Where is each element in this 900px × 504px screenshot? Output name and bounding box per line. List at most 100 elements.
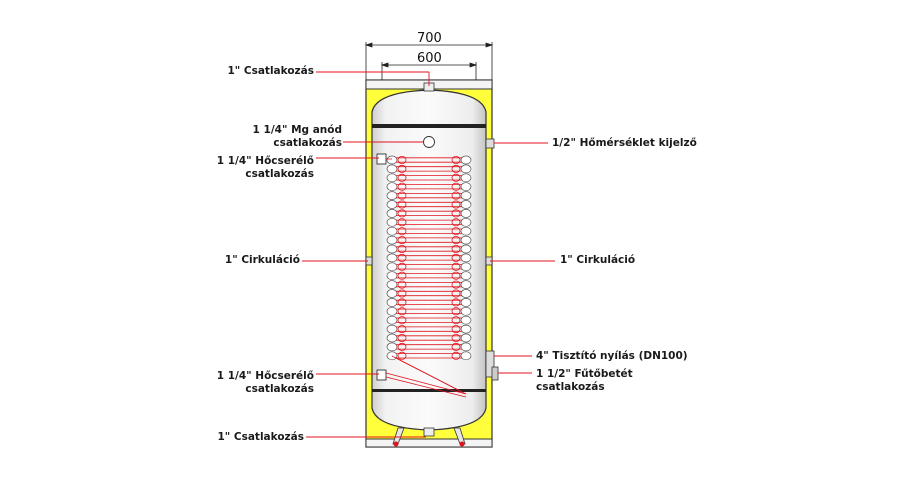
label-heater-line2: csatlakozás bbox=[536, 381, 605, 393]
coil-right-end-inner bbox=[451, 244, 461, 253]
coil-right-end-inner bbox=[451, 182, 461, 191]
hx-top-socket bbox=[376, 153, 387, 165]
coil-left-end bbox=[386, 200, 398, 209]
coil-left-end bbox=[386, 289, 398, 298]
coil-left-end-inner bbox=[397, 173, 407, 182]
heat-exchanger-coil bbox=[385, 155, 472, 398]
bottom-cover bbox=[365, 438, 493, 448]
coil-left-end bbox=[386, 209, 398, 218]
coil-right-end-inner bbox=[451, 236, 461, 245]
coil-right-end bbox=[460, 298, 472, 307]
coil-left-end-inner bbox=[397, 298, 407, 307]
coil-left-end-inner bbox=[397, 351, 407, 360]
coil-right-end bbox=[460, 262, 472, 272]
coil-left-end bbox=[386, 226, 398, 236]
coil-right-end-inner bbox=[451, 298, 461, 307]
coil-left-end-inner bbox=[397, 244, 407, 253]
coil-left-end bbox=[386, 342, 398, 352]
coil-right-end bbox=[460, 342, 472, 352]
coil-right-end bbox=[460, 306, 472, 316]
right-foot bbox=[459, 441, 465, 447]
dimension-outer: 700 bbox=[417, 31, 442, 46]
coil-right-end-inner bbox=[451, 253, 461, 262]
coil-right-end-inner bbox=[451, 164, 461, 173]
coil-left-end bbox=[386, 164, 398, 174]
coil-left-end bbox=[386, 324, 398, 334]
coil-left-end-inner bbox=[397, 253, 407, 262]
hx-bottom-socket bbox=[376, 369, 387, 381]
coil-left-end-inner bbox=[397, 218, 407, 227]
coil-left-end-inner bbox=[397, 271, 407, 280]
coil-right-end-inner bbox=[451, 200, 461, 209]
coil-right-end bbox=[460, 235, 472, 245]
coil-left-end bbox=[386, 235, 398, 245]
dimension-lines bbox=[364, 42, 494, 80]
coil-left-end-inner bbox=[397, 200, 407, 209]
label-anode-line1: 1 1/4" Mg anód bbox=[252, 124, 342, 136]
coil-right-end bbox=[460, 217, 472, 227]
coil-left-end-inner bbox=[397, 262, 407, 271]
coil-right-end-inner bbox=[451, 351, 461, 360]
coil-right-end-inner bbox=[451, 191, 461, 200]
lower-weld-band bbox=[372, 389, 486, 392]
coil-left-end bbox=[386, 262, 398, 272]
coil-left-end bbox=[386, 271, 398, 281]
dimension-inner: 600 bbox=[417, 51, 442, 66]
coil-right-end-inner bbox=[451, 173, 461, 182]
leader-lines bbox=[302, 71, 555, 438]
label-cleaning: 4" Tisztító nyílás (DN100) bbox=[536, 350, 688, 362]
coil-left-end bbox=[386, 333, 398, 343]
coil-left-end-inner bbox=[397, 342, 407, 351]
coil-left-end-inner bbox=[397, 289, 407, 298]
coil-left-end-inner bbox=[397, 155, 407, 164]
label-hx-bottom-line1: 1 1/4" Hőcserélő bbox=[216, 370, 314, 382]
anode-socket bbox=[423, 136, 435, 148]
bottom-connection-socket bbox=[423, 427, 435, 437]
coil-right-end-inner bbox=[451, 227, 461, 236]
label-hx-top-line2: csatlakozás bbox=[245, 168, 314, 180]
coil-right-end bbox=[460, 164, 472, 174]
label-hx-bottom-line2: csatlakozás bbox=[245, 383, 314, 395]
coil-left-end-inner bbox=[397, 182, 407, 191]
right-leg bbox=[453, 427, 466, 445]
coil-left-end bbox=[386, 253, 398, 263]
coil-right-end-inner bbox=[451, 325, 461, 334]
coil-left-end bbox=[386, 351, 398, 361]
label-circ-left: 1" Cirkuláció bbox=[224, 254, 300, 266]
coil-right-end-inner bbox=[451, 333, 461, 342]
coil-left-end-inner bbox=[397, 227, 407, 236]
coil-left-end-inner bbox=[397, 316, 407, 325]
coil-left-end bbox=[386, 182, 398, 192]
coil-right-end bbox=[460, 209, 472, 218]
coil-right-end-inner bbox=[451, 280, 461, 289]
coil-right-end bbox=[460, 333, 472, 343]
coil-right-end bbox=[460, 253, 472, 263]
coil-left-end-inner bbox=[397, 307, 407, 316]
coil-right-end bbox=[460, 351, 472, 361]
thermometer-socket bbox=[485, 138, 495, 149]
coil-right-end bbox=[460, 244, 472, 254]
coil-right-end bbox=[460, 324, 472, 334]
label-circ-right: 1" Cirkuláció bbox=[560, 254, 636, 266]
coil-right-end-inner bbox=[451, 262, 461, 271]
coil-right-end-inner bbox=[451, 289, 461, 298]
coil-left-end bbox=[386, 191, 398, 200]
label-anode: 1 1/4" Mg anód csatlakozás bbox=[253, 124, 342, 150]
coil-left-end bbox=[386, 280, 398, 289]
label-thermometer: 1/2" Hőmérséklet kijelző bbox=[552, 137, 697, 149]
label-hx-top-line1: 1 1/4" Hőcserélő bbox=[216, 155, 314, 167]
coil-right-end-inner bbox=[451, 316, 461, 325]
coil-right-end-inner bbox=[451, 307, 461, 316]
coil-feed-line bbox=[385, 376, 467, 398]
coil-right-end bbox=[460, 155, 472, 165]
coil-right-end bbox=[460, 200, 472, 209]
coil-left-end-inner bbox=[397, 333, 407, 342]
coil-left-end bbox=[386, 306, 398, 316]
coil-right-end bbox=[460, 226, 472, 236]
coil-right-end bbox=[460, 271, 472, 281]
label-hx-top: 1 1/4" Hőcserélő csatlakozás bbox=[217, 155, 314, 181]
coil-right-end bbox=[460, 315, 472, 325]
coil-right-end-inner bbox=[451, 271, 461, 280]
coil-left-end bbox=[386, 315, 398, 325]
